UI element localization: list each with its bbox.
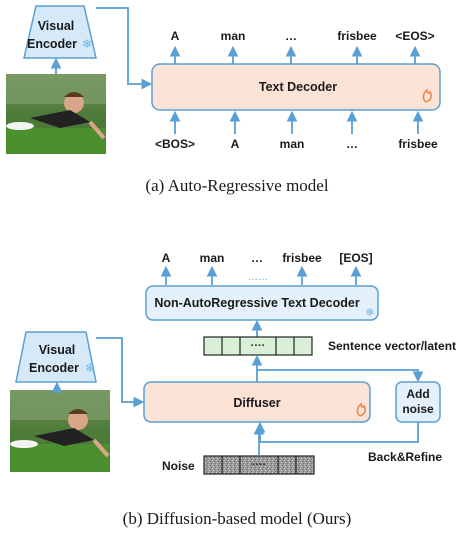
output-token-a-5: <EOS> — [395, 29, 434, 43]
caption-b: (b) Diffusion-based model (Ours) — [123, 509, 352, 528]
fire-icon — [422, 88, 432, 103]
output-token-b-5: [EOS] — [339, 251, 372, 265]
visual-encoder-a: Visual Encoder ❄ — [23, 5, 97, 59]
snowflake-icon: ❄ — [365, 307, 374, 319]
nar-decoder-label: Non-AutoRegressive Text Decoder — [154, 296, 360, 310]
arrow-encoder-to-decoder-a — [96, 7, 153, 90]
snowflake-icon: ❄ — [82, 37, 92, 51]
input-token-a-4: … — [346, 137, 358, 151]
sentence-latent-bar: ···· — [203, 336, 313, 356]
visual-encoder-a-line2: Encoder — [27, 37, 77, 51]
noise-label: Noise — [162, 459, 195, 473]
panel-a: Visual Encoder ❄ Text Decoder A man — [6, 5, 441, 195]
output-token-a-2: man — [221, 29, 246, 43]
input-token-a-3: man — [280, 137, 305, 151]
latent-dots: ···· — [251, 340, 266, 352]
add-noise-line1: Add — [406, 387, 429, 401]
nar-text-decoder: Non-AutoRegressive Text Decoder ❄ — [145, 285, 379, 321]
input-token-a-5: frisbee — [398, 137, 438, 151]
input-photo-b — [10, 390, 110, 472]
diffuser-label: Diffuser — [233, 396, 280, 410]
fire-icon — [356, 402, 366, 417]
snowflake-icon: ❄ — [85, 361, 95, 375]
panel-b: A man … frisbee [EOS] …… Non-AutoRegress… — [10, 251, 456, 528]
noise-dots: ···· — [252, 459, 267, 471]
dots-between-outputs: …… — [248, 272, 268, 283]
input-photo-a — [6, 74, 106, 154]
output-token-a-1: A — [171, 29, 180, 43]
arrow-latent-to-add-noise — [257, 369, 424, 383]
arrow-encoder-to-diffuser — [96, 337, 145, 408]
visual-encoder-b-line2: Encoder — [29, 361, 79, 375]
output-token-b-4: frisbee — [282, 251, 322, 265]
output-token-a-4: frisbee — [337, 29, 377, 43]
diffuser: Diffuser — [143, 381, 371, 423]
visual-encoder-b: Visual Encoder ❄ — [15, 331, 97, 383]
output-token-b-2: man — [200, 251, 225, 265]
input-tokens-a: <BOS> A man … frisbee — [155, 110, 438, 151]
input-token-a-1: <BOS> — [155, 137, 195, 151]
add-noise-box: Add noise — [395, 381, 441, 423]
visual-encoder-b-line1: Visual — [39, 343, 76, 357]
caption-a: (a) Auto-Regressive model — [145, 176, 328, 195]
output-token-b-1: A — [162, 251, 171, 265]
output-tokens-b: A man … frisbee [EOS] …… — [160, 251, 373, 285]
text-decoder-label: Text Decoder — [259, 80, 337, 94]
arrow-back-refine — [254, 421, 419, 443]
sentence-vector-label: Sentence vector/latent — [328, 339, 456, 353]
output-tokens-a: A man … frisbee <EOS> — [169, 29, 435, 64]
output-token-b-3: … — [251, 251, 263, 265]
text-decoder-a: Text Decoder — [151, 63, 441, 111]
input-token-a-2: A — [231, 137, 240, 151]
output-token-a-3: … — [285, 29, 297, 43]
noise-bar: ···· — [203, 455, 315, 475]
back-refine-label: Back&Refine — [368, 450, 442, 464]
visual-encoder-a-line1: Visual — [38, 19, 75, 33]
add-noise-line2: noise — [402, 402, 434, 416]
